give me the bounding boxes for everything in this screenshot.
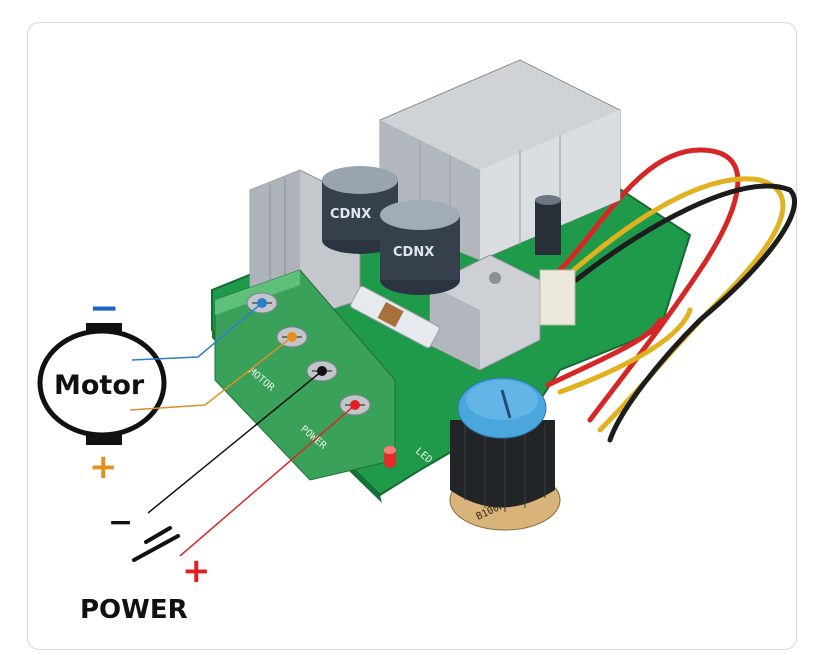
wire-connector <box>539 269 576 326</box>
screw-dot-blue <box>257 298 267 308</box>
screw-dot-orange <box>287 332 297 342</box>
potentiometer: B100K <box>449 377 561 531</box>
led <box>384 446 396 468</box>
screw-dot-red <box>350 400 360 410</box>
motor-minus-sign: − <box>89 288 119 329</box>
motor-label: Motor <box>54 370 145 401</box>
wire-motor-plus <box>129 336 293 411</box>
capacitor-brand-1: CDNX <box>330 207 371 222</box>
power-label: POWER <box>80 595 188 625</box>
power-minus-sign: − <box>108 505 133 540</box>
wire-power-minus <box>147 370 323 514</box>
motor-plus-sign: + <box>89 447 118 487</box>
wire-power-plus <box>179 404 356 557</box>
fuse <box>350 285 440 349</box>
power-plus-sign: + <box>182 551 211 591</box>
screw-dot-black <box>317 366 327 376</box>
wire-harness <box>545 147 797 443</box>
battery-symbol <box>132 526 180 562</box>
annotation-wires <box>129 302 356 557</box>
capacitor-2: CDNX <box>380 200 460 295</box>
capacitor-small <box>535 195 561 255</box>
motor-symbol: Motor <box>37 323 167 445</box>
wire-motor-minus <box>131 302 263 361</box>
capacitor-brand-2: CDNX <box>393 245 434 260</box>
